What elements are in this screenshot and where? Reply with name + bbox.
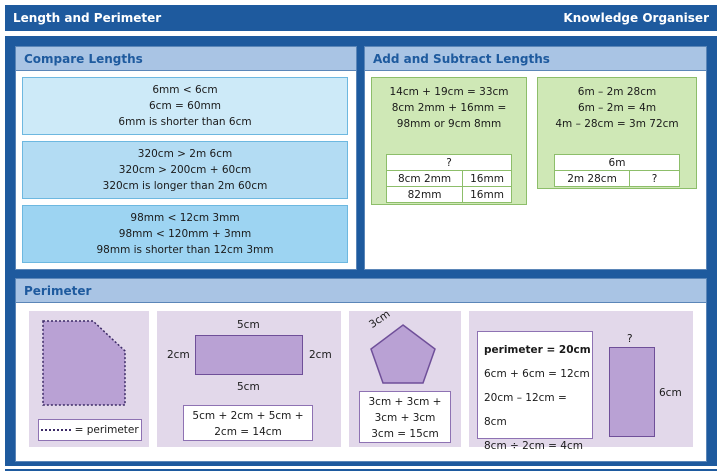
subtraction-line: 4m – 28cm = 3m 72cm [555, 118, 679, 130]
bottom-rule [5, 469, 717, 471]
addition-line: 8cm 2mm + 16mm = [391, 102, 507, 114]
compare-line: 320cm > 2m 6cm [137, 148, 233, 160]
bar-model-whole: ? [386, 154, 512, 171]
rectangle-example: 5cm 2cm 2cm 5cm 5cm + 2cm + 5cm + 2cm = … [157, 311, 341, 447]
compare-box-3: 98mm < 12cm 3mm 98mm < 120mm + 3mm 98mm … [22, 205, 348, 263]
subtraction-example: 6m – 2m 28cm 6m – 2m = 4m 4m – 28cm = 3m… [537, 77, 697, 189]
calc-line: 2cm = 14cm [214, 426, 282, 438]
subtraction-line: 6m – 2m 28cm [577, 86, 657, 98]
compare-lengths-panel: Compare Lengths 6mm < 6cm 6cm = 60mm 6mm… [15, 46, 357, 270]
subtraction-line: 6m – 2m = 4m [577, 102, 657, 114]
compare-box-1: 6mm < 6cm 6cm = 60mm 6mm is shorter than… [22, 77, 348, 135]
calc-line: 5cm + 2cm + 5cm + [192, 410, 304, 422]
compare-line: 6mm is shorter than 6cm [118, 116, 252, 128]
perimeter-header: Perimeter [16, 279, 706, 303]
header-band: Length and Perimeter Knowledge Organiser [5, 5, 717, 31]
add-subtract-panel: Add and Subtract Lengths 14cm + 19cm = 3… [364, 46, 707, 270]
bar-model-part: ? [629, 170, 680, 187]
perimeter-title: Perimeter [24, 284, 92, 298]
compare-line: 6mm < 6cm [152, 84, 218, 96]
rectangle-calculation: 5cm + 2cm + 5cm + 2cm = 14cm [183, 405, 313, 441]
rect-top-label: 5cm [237, 319, 260, 331]
compare-line: 98mm < 12cm 3mm [130, 212, 240, 224]
calc-line: 20cm – 12cm = 8cm [484, 392, 567, 428]
rect-bottom-label: 5cm [237, 381, 260, 393]
missing-side-example: perimeter = 20cm 6cm + 6cm = 12cm 20cm –… [469, 311, 693, 452]
calc-line: 3cm + 3cm [374, 412, 436, 424]
addition-line: 98mm or 9cm 8mm [396, 118, 502, 130]
compare-box-2: 320cm > 2m 6cm 320cm > 200cm + 60cm 320c… [22, 141, 348, 199]
perimeter-panel: Perimeter = perimeter 5cm 2cm 2cm 5cm 5c… [15, 278, 707, 462]
calc-line: 3cm + 3cm + [368, 396, 442, 408]
add-subtract-title: Add and Subtract Lengths [373, 52, 550, 66]
pentagon-calculation: 3cm + 3cm + 3cm + 3cm 3cm = 15cm [359, 391, 451, 443]
header-bar: Length and Perimeter Knowledge Organiser [0, 0, 722, 36]
bar-model-whole: 6m [554, 154, 680, 171]
add-subtract-header: Add and Subtract Lengths [365, 47, 706, 71]
legend-label: = perimeter [74, 424, 139, 436]
bar-model-part: 16mm [462, 170, 512, 187]
pentagon-example: 3cm 3cm + 3cm + 3cm + 3cm 3cm = 15cm [349, 308, 461, 447]
calc-line: 6cm + 6cm = 12cm [484, 368, 590, 380]
organiser-frame: Compare Lengths 6mm < 6cm 6cm = 60mm 6mm… [5, 36, 717, 466]
perimeter-outline-example: = perimeter [29, 311, 149, 447]
missing-side-calculation: perimeter = 20cm 6cm + 6cm = 12cm 20cm –… [477, 331, 593, 452]
bar-model-part: 16mm [462, 186, 512, 203]
calc-line: perimeter = 20cm [484, 344, 591, 356]
bar-model-part: 2m 28cm [554, 170, 630, 187]
addition-line: 14cm + 19cm = 33cm [389, 86, 509, 98]
missing-width-label: ? [627, 333, 633, 345]
tall-rectangle-shape [609, 347, 655, 437]
rect-left-label: 2cm [167, 349, 190, 361]
compare-line: 320cm > 200cm + 60cm [118, 164, 252, 176]
page-title: Length and Perimeter [13, 11, 162, 25]
rectangle-shape [195, 335, 303, 375]
perimeter-legend: = perimeter [38, 419, 142, 441]
missing-height-label: 6cm [659, 387, 682, 399]
compare-line: 320cm is longer than 2m 60cm [102, 180, 268, 192]
compare-line: 6cm = 60mm [149, 100, 221, 112]
addition-bar-model: ? 8cm 2mm 16mm 82mm 16mm [385, 154, 512, 203]
compare-lengths-title: Compare Lengths [24, 52, 143, 66]
page-subtitle: Knowledge Organiser [563, 11, 709, 25]
bar-model-part: 82mm [385, 186, 464, 203]
irregular-shape [42, 320, 126, 406]
dotted-line-icon [41, 429, 72, 431]
calc-line: 8cm ÷ 2cm = 4cm [484, 440, 583, 452]
bar-model-part: 8cm 2mm [385, 170, 464, 187]
subtraction-bar-model: 6m 2m 28cm ? [554, 154, 680, 187]
rect-right-label: 2cm [309, 349, 332, 361]
compare-line: 98mm < 120mm + 3mm [118, 228, 252, 240]
compare-lengths-header: Compare Lengths [16, 47, 356, 71]
compare-line: 98mm is shorter than 12cm 3mm [96, 244, 274, 256]
addition-example: 14cm + 19cm = 33cm 8cm 2mm + 16mm = 98mm… [371, 77, 527, 205]
pentagon-shape [370, 324, 436, 384]
calc-line: 3cm = 15cm [371, 428, 439, 440]
